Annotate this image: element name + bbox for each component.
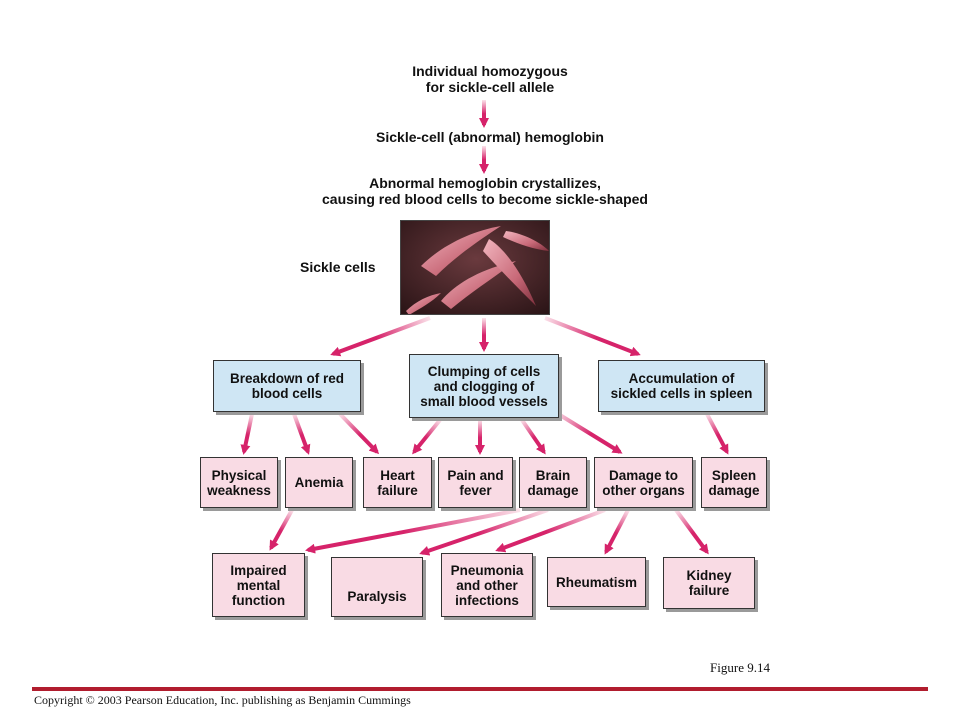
sickle-cells-photo: [400, 220, 550, 315]
spleen-damage-box: Spleen damage: [701, 457, 767, 508]
arrow-brain-to-impaired: [305, 508, 521, 554]
rheumatism-box: Rheumatism: [547, 557, 646, 607]
arrow-clumping-to-heart: [412, 418, 442, 455]
organ-damage-box: Damage to other organs: [594, 457, 693, 508]
spleen-accumulation-box: Accumulation of sickled cells in spleen: [598, 360, 765, 412]
arrow-clumping-to-organs: [553, 410, 623, 454]
arrow-weakness-to-impaired: [269, 509, 294, 551]
homozygous-label: Individual homozygous for sickle-cell al…: [412, 63, 568, 95]
arrow-breakdown-to-weakness: [240, 413, 254, 455]
heart-failure-box: Heart failure: [363, 457, 432, 508]
kidney-failure-box: Kidney failure: [663, 557, 755, 609]
arrow-organs-to-pneumonia: [495, 508, 606, 553]
arrow-organs-to-kidney: [674, 508, 709, 555]
arrow-breakdown-to-heart: [338, 412, 380, 455]
arrow-clumping-to-brain: [520, 418, 546, 455]
breakdown-red-cells-box: Breakdown of red blood cells: [213, 360, 361, 412]
arrow-brain-to-paralysis: [419, 508, 549, 556]
copyright-text: Copyright © 2003 Pearson Education, Inc.…: [34, 693, 411, 707]
figure-label: Figure 9.14: [710, 660, 770, 675]
photo-caption: Sickle cells: [300, 259, 376, 275]
pain-fever-box: Pain and fever: [438, 457, 513, 508]
arrow-photo-to-spleen: [544, 316, 641, 357]
arrow-spleen-to-damage: [705, 413, 729, 455]
crystallize-label: Abnormal hemoglobin crystallizes, causin…: [322, 175, 648, 207]
arrow-photo-to-breakdown: [330, 316, 431, 357]
impaired-mental-box: Impaired mental function: [212, 553, 305, 617]
paralysis-box: Paralysis: [331, 557, 423, 617]
arrow-breakdown-to-anemia: [292, 413, 311, 455]
brain-damage-box: Brain damage: [519, 457, 587, 508]
anemia-box: Anemia: [285, 457, 353, 508]
arrow-organs-to-rheumatism: [604, 509, 630, 555]
clumping-cells-box: Clumping of cells and clogging of small …: [409, 354, 559, 418]
physical-weakness-box: Physical weakness: [200, 457, 278, 508]
hemoglobin-label: Sickle-cell (abnormal) hemoglobin: [376, 129, 604, 145]
footer-rule: [32, 687, 928, 691]
pneumonia-box: Pneumonia and other infections: [441, 553, 533, 617]
